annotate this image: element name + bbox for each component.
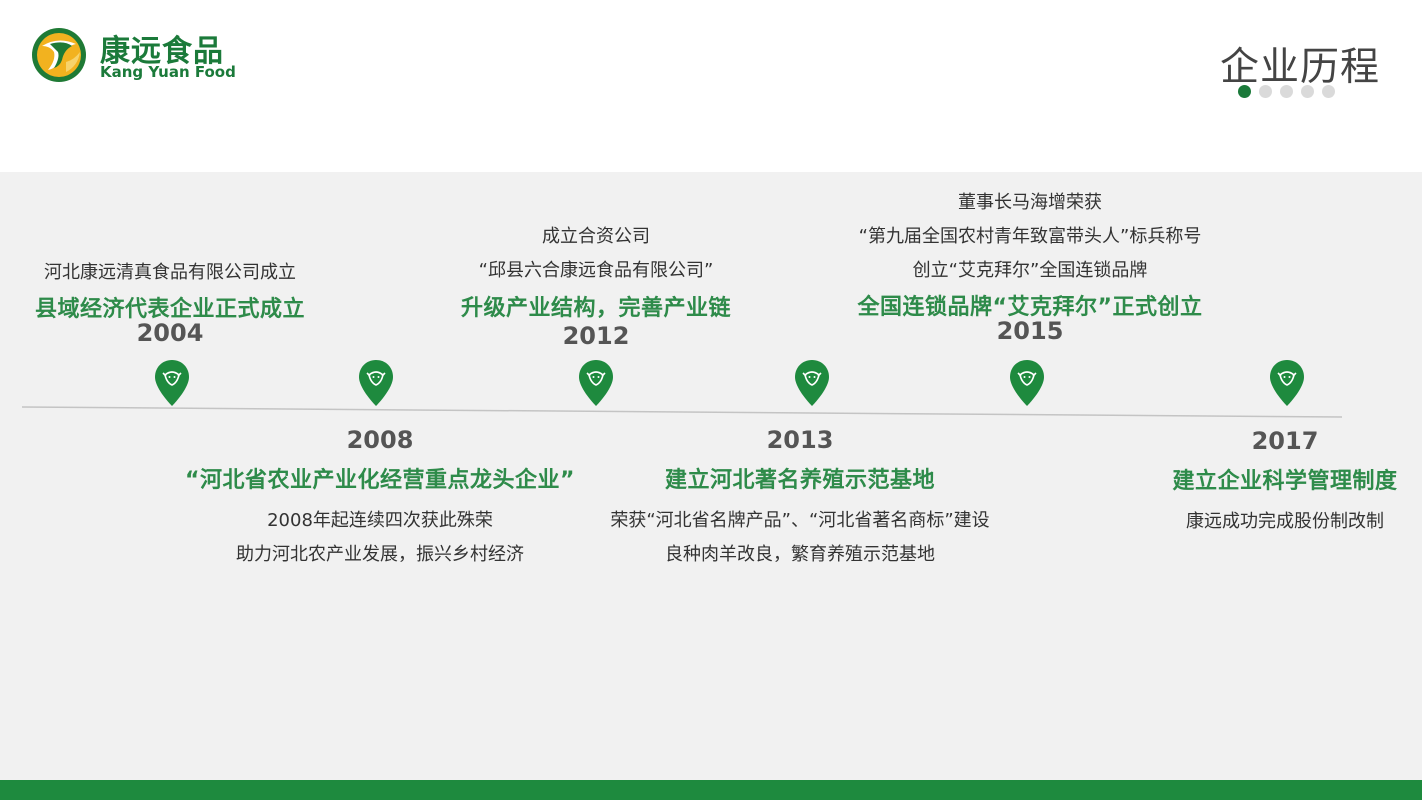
- event-description-line: 康远成功完成股份制改制: [1186, 511, 1384, 532]
- pagination-dot-4[interactable]: [1301, 85, 1314, 98]
- timeline-event-2015: 董事长马海增荣获 “第九届全国农村青年致富带头人”标兵称号 创立“艾克拜尔”全国…: [820, 186, 1240, 345]
- page-title: 企业历程: [1219, 45, 1380, 90]
- footer-bar: [0, 780, 1422, 800]
- sheep-location-pin-icon[interactable]: [359, 360, 393, 408]
- event-description-line: 助力河北农产业发展，振兴乡村经济: [236, 544, 524, 565]
- pagination-dot-2[interactable]: [1259, 85, 1272, 98]
- event-headline: “河北省农业产业化经营重点龙头企业”: [185, 468, 575, 493]
- timeline-event-2004: 河北康远清真食品有限公司成立 县域经济代表企业正式成立 2004: [0, 256, 340, 347]
- pagination-dots: [1238, 85, 1335, 98]
- timeline-event-2008: 2008 “河北省农业产业化经营重点龙头企业” 2008年起连续四次获此殊荣 助…: [180, 426, 580, 572]
- event-description-line: 2008年起连续四次获此殊荣: [267, 510, 493, 531]
- event-description-line: 董事长马海增荣获: [958, 192, 1102, 213]
- event-description-line: 成立合资公司: [542, 226, 650, 247]
- timeline-event-2017: 2017 建立企业科学管理制度 康远成功完成股份制改制: [1160, 427, 1410, 539]
- logo-english-name: Kang Yuan Food: [100, 63, 236, 81]
- header: 康远食品 Kang Yuan Food 企业历程: [0, 0, 1422, 172]
- event-headline: 建立企业科学管理制度: [1172, 469, 1398, 494]
- event-year: 2012: [562, 322, 630, 350]
- event-year: 2013: [766, 426, 834, 454]
- company-logo[interactable]: 康远食品 Kang Yuan Food: [30, 24, 250, 86]
- pagination-dot-5[interactable]: [1322, 85, 1335, 98]
- event-description-line: “第九届全国农村青年致富带头人”标兵称号: [858, 226, 1202, 247]
- event-year: 2017: [1251, 427, 1319, 455]
- event-headline: 升级产业结构，完善产业链: [460, 296, 731, 321]
- event-year: 2008: [346, 426, 414, 454]
- timeline-section: 河北康远清真食品有限公司成立 县域经济代表企业正式成立 2004 2008 “河…: [0, 172, 1422, 780]
- kangyuan-logo-icon: [32, 28, 86, 82]
- event-description-line: 良种肉羊改良，繁育养殖示范基地: [665, 544, 935, 565]
- event-headline: 全国连锁品牌“艾克拜尔”正式创立: [857, 295, 1203, 320]
- event-year: 2015: [996, 317, 1064, 345]
- event-description-line: 创立“艾克拜尔”全国连锁品牌: [912, 260, 1148, 281]
- timeline-event-2012: 成立合资公司 “邱县六合康远食品有限公司” 升级产业结构，完善产业链 2012: [416, 220, 776, 350]
- sheep-location-pin-icon[interactable]: [1270, 360, 1304, 408]
- event-description-line: 荣获“河北省名牌产品”、“河北省著名商标”建设: [610, 510, 990, 531]
- event-description-line: “邱县六合康远食品有限公司”: [478, 260, 714, 281]
- timeline-axis: [21, 406, 1343, 418]
- sheep-location-pin-icon[interactable]: [155, 360, 189, 408]
- logo-chinese-name: 康远食品: [100, 34, 224, 69]
- timeline-event-2013: 2013 建立河北著名养殖示范基地 荣获“河北省名牌产品”、“河北省著名商标”建…: [580, 426, 1020, 572]
- sheep-location-pin-icon[interactable]: [795, 360, 829, 408]
- event-year: 2004: [136, 319, 204, 347]
- event-headline: 建立河北著名养殖示范基地: [664, 468, 935, 493]
- sheep-location-pin-icon[interactable]: [579, 360, 613, 408]
- sheep-location-pin-icon[interactable]: [1010, 360, 1044, 408]
- event-headline: 县域经济代表企业正式成立: [34, 297, 305, 322]
- pagination-dot-3[interactable]: [1280, 85, 1293, 98]
- pagination-dot-1[interactable]: [1238, 85, 1251, 98]
- event-description-line: 河北康远清真食品有限公司成立: [44, 262, 296, 283]
